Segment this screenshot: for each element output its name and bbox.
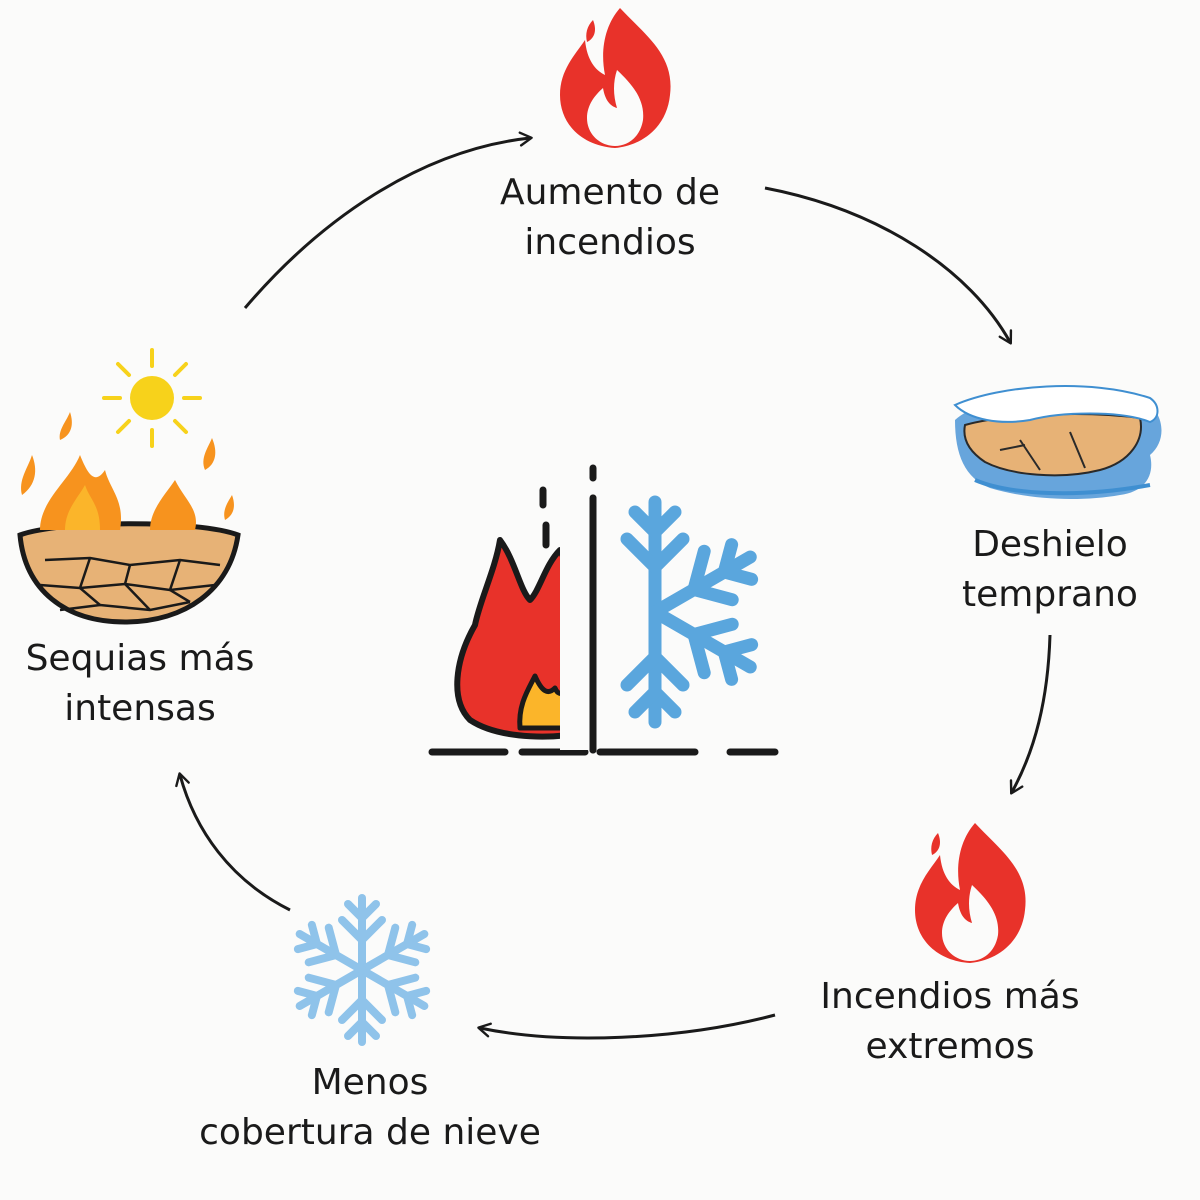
arrow-menos-to-sequias	[175, 772, 291, 912]
node-label-line: Sequias más	[25, 638, 255, 679]
node-label-line: temprano	[962, 574, 1138, 615]
node-label-menos: Menos cobertura de nieve	[160, 1058, 580, 1158]
node-label-line: intensas	[64, 688, 216, 729]
node-label-line: Menos	[311, 1062, 429, 1103]
sun-icon	[102, 348, 202, 448]
node-label-line: cobertura de nieve	[199, 1112, 541, 1153]
arrow-deshielo-to-incendios	[1009, 634, 1052, 795]
node-label-line: Incendios más	[820, 976, 1080, 1017]
arrow-incendios-to-menos	[477, 1013, 776, 1040]
node-label-line: Deshielo	[972, 524, 1128, 565]
arrow-aumento-to-deshielo	[764, 186, 1013, 345]
node-label-line: extremos	[865, 1026, 1035, 1067]
node-label-incendios: Incendios más extremos	[770, 972, 1130, 1072]
node-label-sequias: Sequias más intensas	[0, 634, 280, 734]
node-label-deshielo: Deshielo temprano	[900, 520, 1200, 620]
node-label-aumento: Aumento de incendios	[410, 168, 810, 268]
node-label-line: incendios	[524, 222, 696, 263]
arrow-sequias-to-aumento	[243, 131, 533, 309]
node-label-line: Aumento de	[499, 172, 721, 213]
